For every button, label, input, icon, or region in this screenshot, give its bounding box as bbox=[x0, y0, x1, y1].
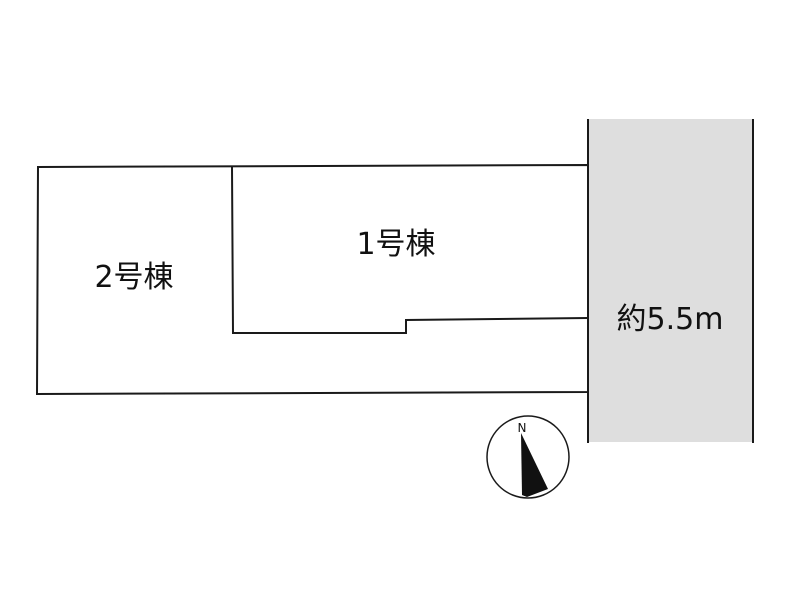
lot-boundary bbox=[35, 163, 589, 396]
lot-1-label: 1号棟 bbox=[356, 227, 435, 262]
lot-1-boundary bbox=[231, 166, 589, 334]
compass-north-label: N bbox=[518, 421, 527, 435]
lot-2-label: 2号棟 bbox=[94, 260, 173, 295]
compass-needle-icon bbox=[521, 433, 548, 497]
road-width-label: 約5.5m bbox=[617, 302, 724, 337]
compass: N bbox=[486, 415, 570, 499]
road-area bbox=[588, 119, 753, 442]
